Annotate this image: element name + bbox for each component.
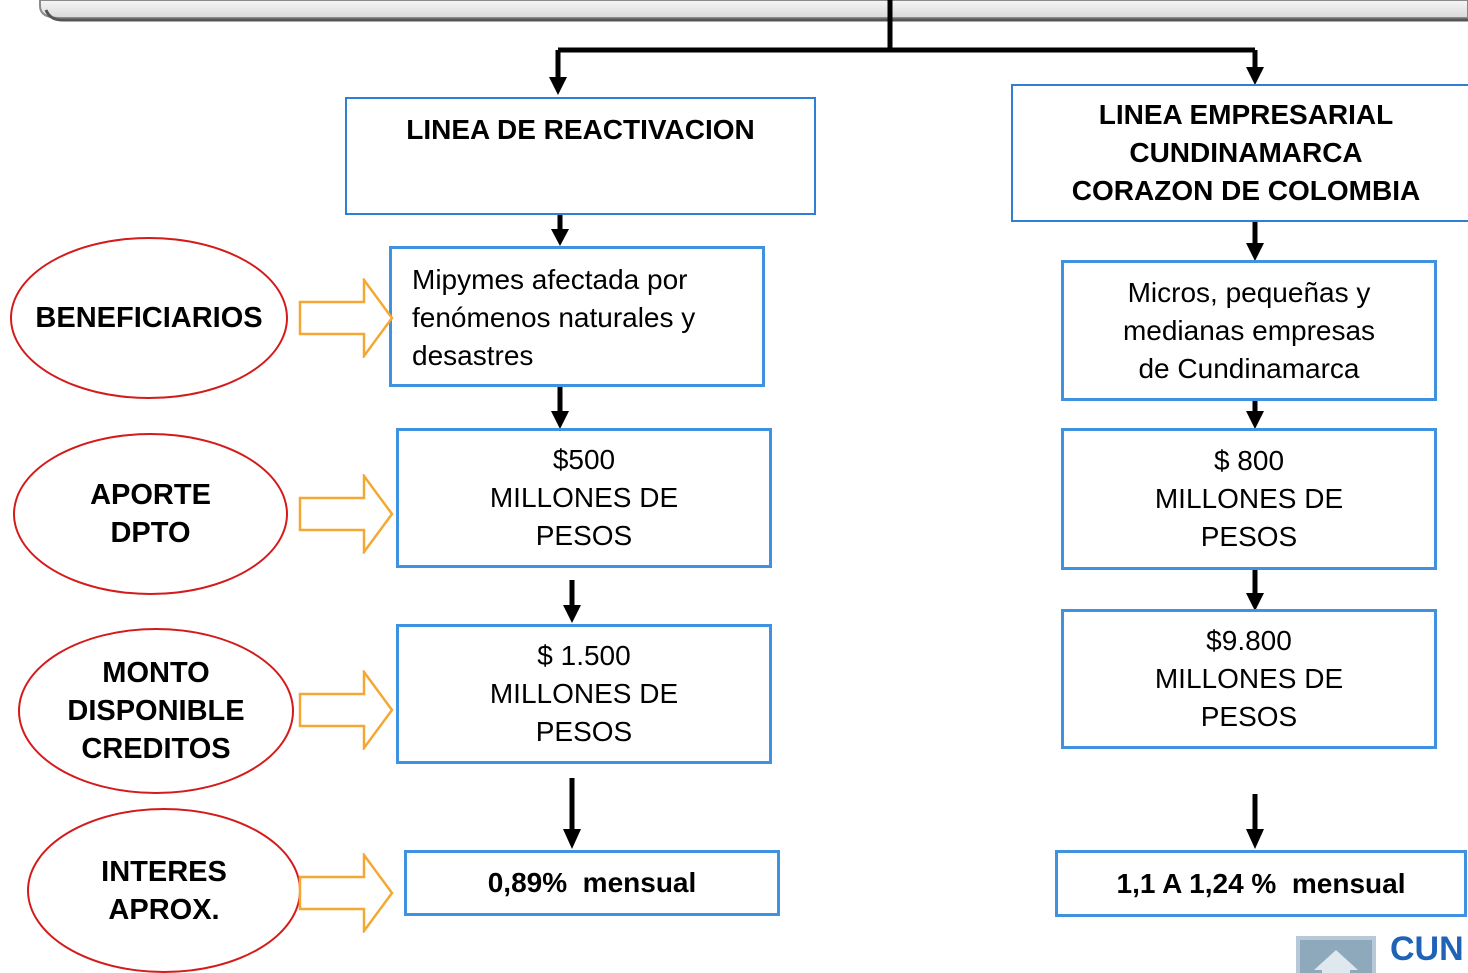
reactivacion-beneficiarios-box bbox=[389, 246, 765, 387]
reactivacion-title: LINEA DE REACTIVACION bbox=[406, 114, 755, 145]
label-interes-aprox: INTERES APROX. bbox=[27, 808, 301, 973]
block-arrow-right-icon bbox=[298, 474, 394, 554]
cun-logo: CUN bbox=[1296, 930, 1464, 973]
empresarial-title-box: LINEA EMPRESARIAL CUNDINAMARCA CORAZON D… bbox=[1011, 84, 1468, 222]
reactivacion-beneficiarios-text: Mipymes afectada por fenómenos naturales… bbox=[412, 264, 696, 371]
empresarial-interes-box: 1,1 A 1,24 % mensual bbox=[1055, 850, 1467, 917]
label-aporte-dpto: APORTE DPTO bbox=[13, 433, 288, 595]
label-monto-disponible: MONTO DISPONIBLE CREDITOS bbox=[18, 628, 294, 794]
reactivacion-monto-box: $ 1.500 MILLONES DE PESOS bbox=[396, 624, 772, 764]
empresarial-beneficiarios-box: Micros, pequeñas y medianas empresas de … bbox=[1061, 260, 1437, 401]
reactivacion-title-box: LINEA DE REACTIVACION bbox=[345, 97, 816, 215]
block-arrow-right-icon bbox=[298, 278, 394, 358]
block-arrow-right-icon bbox=[298, 670, 394, 750]
reactivacion-interes-box: 0,89% mensual bbox=[404, 850, 780, 916]
empresarial-monto-box: $9.800 MILLONES DE PESOS bbox=[1061, 609, 1437, 749]
logo-text: CUN bbox=[1390, 930, 1464, 968]
top-banner-edge bbox=[39, 0, 1468, 19]
block-arrow-right-icon bbox=[298, 853, 394, 933]
label-beneficiarios: BENEFICIARIOS bbox=[10, 237, 288, 399]
home-icon bbox=[1314, 950, 1358, 973]
reactivacion-aporte-box: $500 MILLONES DE PESOS bbox=[396, 428, 772, 568]
empresarial-aporte-box: $ 800 MILLONES DE PESOS bbox=[1061, 428, 1437, 570]
